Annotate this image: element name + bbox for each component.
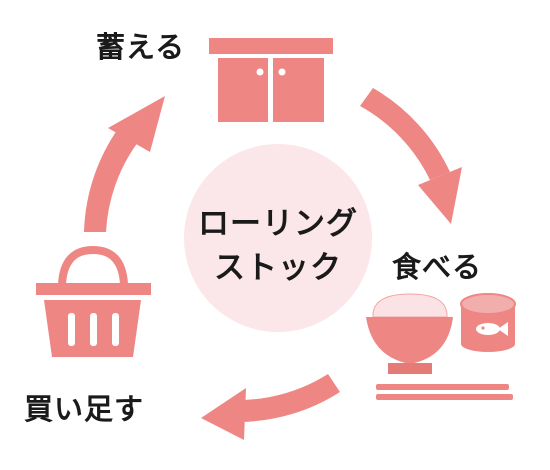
step-label-eat: 食べる — [392, 250, 483, 284]
canned-fish-icon — [460, 293, 516, 352]
arrow-store-to-eat — [360, 88, 462, 224]
step-label-buy: 買い足す — [24, 392, 145, 426]
arrow-buy-to-store — [84, 96, 165, 232]
arrow-eat-to-buy — [201, 374, 340, 440]
chopsticks-icon — [376, 384, 513, 400]
center-circle — [184, 144, 372, 332]
center-title-line2: ストック — [214, 250, 342, 286]
rice-bowl-icon — [366, 293, 453, 374]
step-label-store: 蓄える — [96, 30, 186, 64]
shopping-basket-icon — [36, 245, 151, 357]
cupboard-icon — [209, 38, 333, 122]
center-title-line1: ローリング — [198, 206, 358, 242]
